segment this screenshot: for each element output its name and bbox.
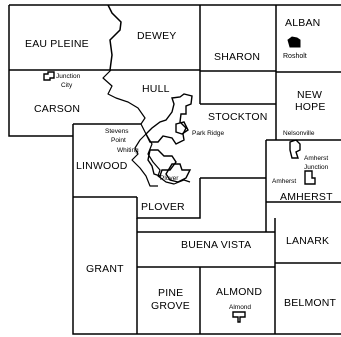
place-label-stevens-point-line2: Point — [111, 137, 126, 144]
town-label-amherst: AMHERST — [280, 191, 333, 203]
rosholt-shape — [287, 36, 301, 48]
place-label-amherst-junction-line2: Junction — [304, 164, 329, 171]
place-label-plover: Plover — [160, 175, 179, 182]
park-ridge-shape — [175, 121, 189, 135]
place-label-junction-city-line1: Junction — [56, 73, 81, 80]
town-label-new-hope-line2: HOPE — [295, 101, 326, 113]
amherst-village-shape — [304, 170, 316, 185]
town-label-carson: CARSON — [34, 103, 80, 115]
plover-shape — [165, 163, 192, 183]
town-labels: EAU PLEINE DEWEY SHARON ALBAN CARSON HUL… — [25, 17, 337, 312]
town-label-buena-vista: BUENA VISTA — [181, 239, 251, 251]
place-label-almond: Almond — [229, 304, 251, 311]
place-label-rosholt: Rosholt — [283, 53, 307, 60]
almond-shape — [232, 311, 246, 323]
town-label-sharon: SHARON — [214, 51, 260, 63]
town-label-new-hope-line1: NEW — [297, 89, 322, 101]
town-label-grant: GRANT — [86, 263, 124, 275]
town-label-linwood: LINWOOD — [76, 160, 128, 172]
town-label-belmont: BELMONT — [284, 297, 337, 309]
place-label-nelsonville: Nelsonville — [283, 130, 315, 137]
place-label-park-ridge: Park Ridge — [192, 130, 225, 137]
amherst-junction-shape — [289, 139, 301, 159]
town-label-pine-grove-line1: PINE — [158, 287, 183, 299]
whiting-shape — [147, 149, 177, 177]
town-label-stockton: STOCKTON — [208, 111, 268, 123]
town-label-plover: PLOVER — [141, 201, 185, 213]
place-label-stevens-point-line1: Stevens — [105, 128, 129, 135]
place-label-amherst: Amherst — [272, 178, 296, 185]
town-label-lanark: LANARK — [286, 235, 329, 247]
town-label-eau-pleine: EAU PLEINE — [25, 38, 89, 50]
place-label-junction-city-line2: City — [61, 82, 73, 89]
junction-city-shape — [43, 71, 55, 81]
place-label-whiting: Whiting — [117, 147, 139, 154]
place-label-amherst-junction-line1: Amherst — [304, 155, 328, 162]
place-labels: Rosholt Junction City Stevens Point Whit… — [56, 53, 329, 311]
town-label-almond: ALMOND — [216, 286, 262, 298]
town-label-dewey: DEWEY — [137, 30, 177, 42]
township-borders — [8, 4, 341, 335]
town-label-hull: HULL — [142, 83, 170, 95]
municipalities — [43, 36, 316, 323]
town-label-pine-grove-line2: GROVE — [151, 300, 190, 312]
town-label-alban: ALBAN — [285, 17, 320, 29]
stevens-point-shape — [145, 93, 193, 145]
